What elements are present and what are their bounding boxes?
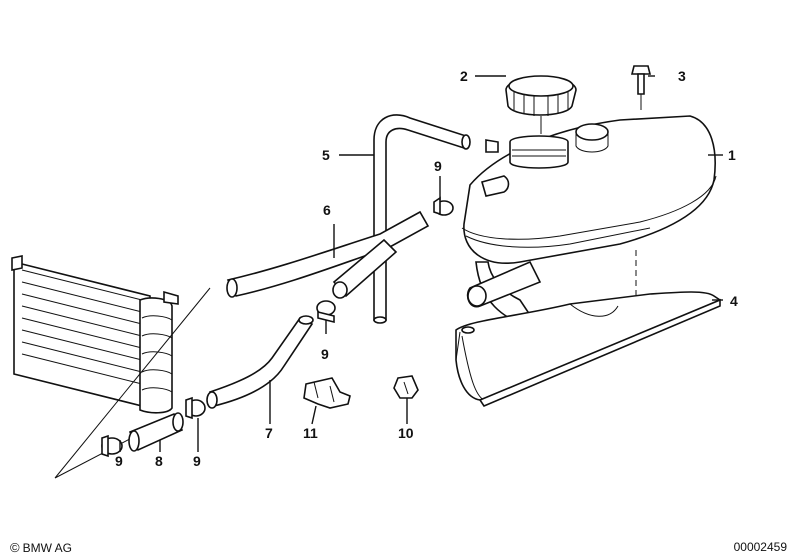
label-9-left: 9 [115,453,123,469]
diagram-number: 00002459 [733,540,787,554]
clip-10 [393,375,419,399]
label-10: 10 [398,425,414,441]
label-9-top: 9 [434,158,442,174]
label-1: 1 [728,147,736,163]
label-9-right: 9 [193,453,201,469]
label-9-middle: 9 [321,346,329,362]
copyright: ©BMW AG [10,540,72,555]
hose-7 [206,315,314,409]
hose-6 [226,210,430,299]
label-5: 5 [322,147,330,163]
label-6: 6 [323,202,331,218]
cap [505,75,577,134]
radiator [11,255,211,479]
hose-8 [128,412,184,452]
clamp-9-right [185,396,206,420]
expansion-tank [461,115,717,332]
label-7: 7 [265,425,273,441]
copyright-symbol: © [10,540,20,555]
holder-11 [303,377,351,409]
bolt [630,65,652,110]
label-8: 8 [155,453,163,469]
clamp-9-middle [316,300,336,324]
label-11: 11 [303,425,318,441]
clamp-9-left [101,434,123,458]
label-2: 2 [460,68,468,84]
label-3: 3 [678,68,686,84]
copyright-text: BMW AG [22,541,72,555]
leader-lines [119,75,723,452]
hose-5 [373,114,499,324]
label-4: 4 [730,293,738,309]
heat-shield [455,250,722,407]
clamp-9-top [433,196,454,216]
